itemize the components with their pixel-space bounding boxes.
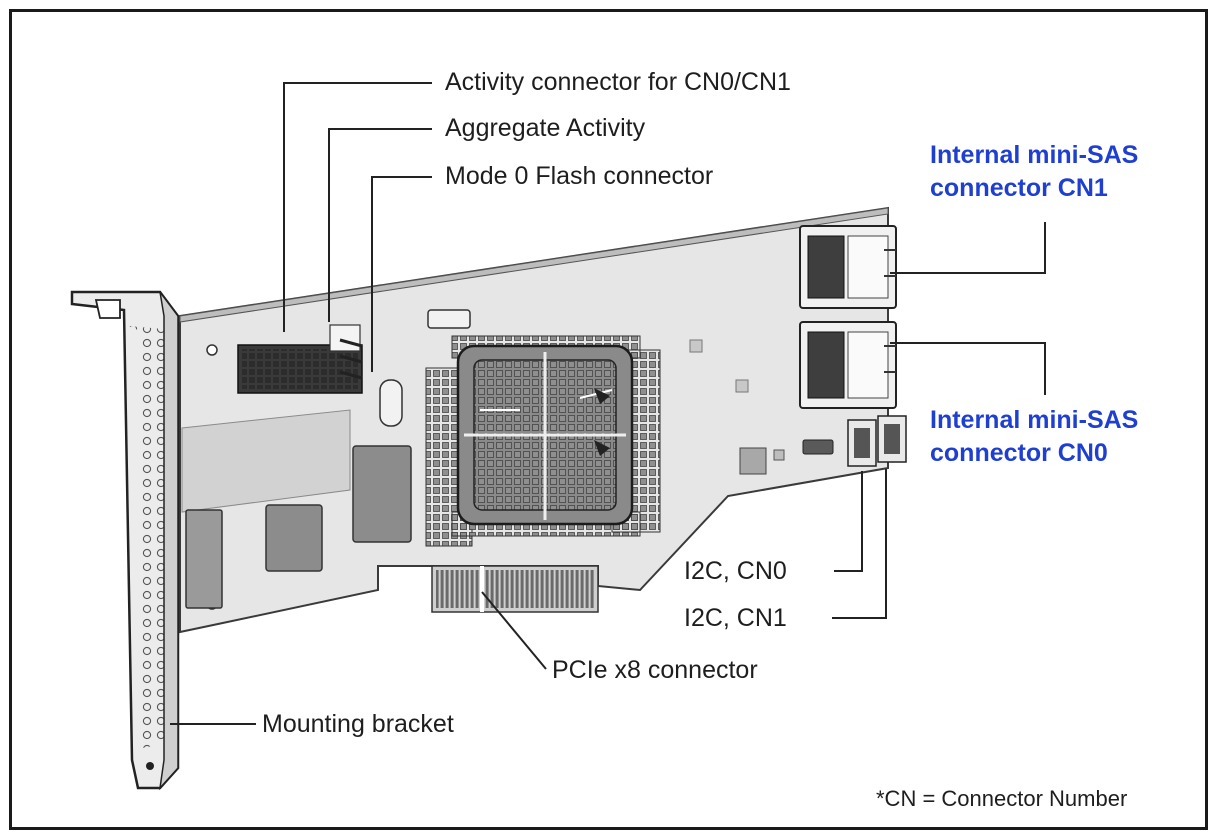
heatsink bbox=[425, 335, 661, 547]
label-mode0-flash: Mode 0 Flash connector bbox=[445, 162, 714, 190]
leader-i2c-cn1 bbox=[832, 469, 887, 619]
label-i2c-cn1: I2C, CN1 bbox=[684, 604, 787, 632]
leader-mode0-flash bbox=[371, 176, 432, 372]
label-mini-sas-cn1: Internal mini-SAS connector CN1 bbox=[930, 139, 1138, 205]
activity-header bbox=[237, 324, 363, 394]
label-mini-sas-cn0-line1: Internal mini-SAS bbox=[930, 406, 1139, 434]
leader-pcie bbox=[481, 591, 547, 670]
chip-group bbox=[185, 309, 834, 609]
i2c-headers bbox=[847, 415, 907, 467]
label-mini-sas-cn1-line2: connector CN1 bbox=[930, 174, 1108, 202]
leader-aggregate-activity bbox=[328, 128, 432, 322]
label-mini-sas-cn0-line2: connector CN0 bbox=[930, 439, 1108, 467]
pcie-edge-connector bbox=[431, 565, 599, 613]
leader-i2c-cn0 bbox=[834, 471, 863, 572]
label-i2c-cn0: I2C, CN0 bbox=[684, 557, 787, 585]
label-activity-connector: Activity connector for CN0/CN1 bbox=[445, 68, 791, 96]
mounting-bracket bbox=[70, 290, 180, 791]
mini-sas-cn1-connector bbox=[799, 225, 897, 309]
label-aggregate-activity: Aggregate Activity bbox=[445, 114, 646, 142]
label-mounting-bracket: Mounting bracket bbox=[262, 710, 454, 738]
label-pcie-connector: PCIe x8 connector bbox=[552, 656, 758, 684]
leader-activity-connector bbox=[283, 82, 432, 332]
leader-cn1 bbox=[890, 222, 1046, 274]
mini-sas-cn0-connector bbox=[799, 321, 897, 409]
leader-cn0 bbox=[890, 342, 1046, 395]
leader-lines bbox=[170, 82, 1046, 725]
diagram-frame bbox=[9, 9, 1208, 830]
footnote: *CN = Connector Number bbox=[876, 786, 1128, 811]
label-mini-sas-cn0: Internal mini-SAS connector CN0 bbox=[930, 404, 1138, 470]
label-mini-sas-cn1-line1: Internal mini-SAS bbox=[930, 141, 1139, 169]
